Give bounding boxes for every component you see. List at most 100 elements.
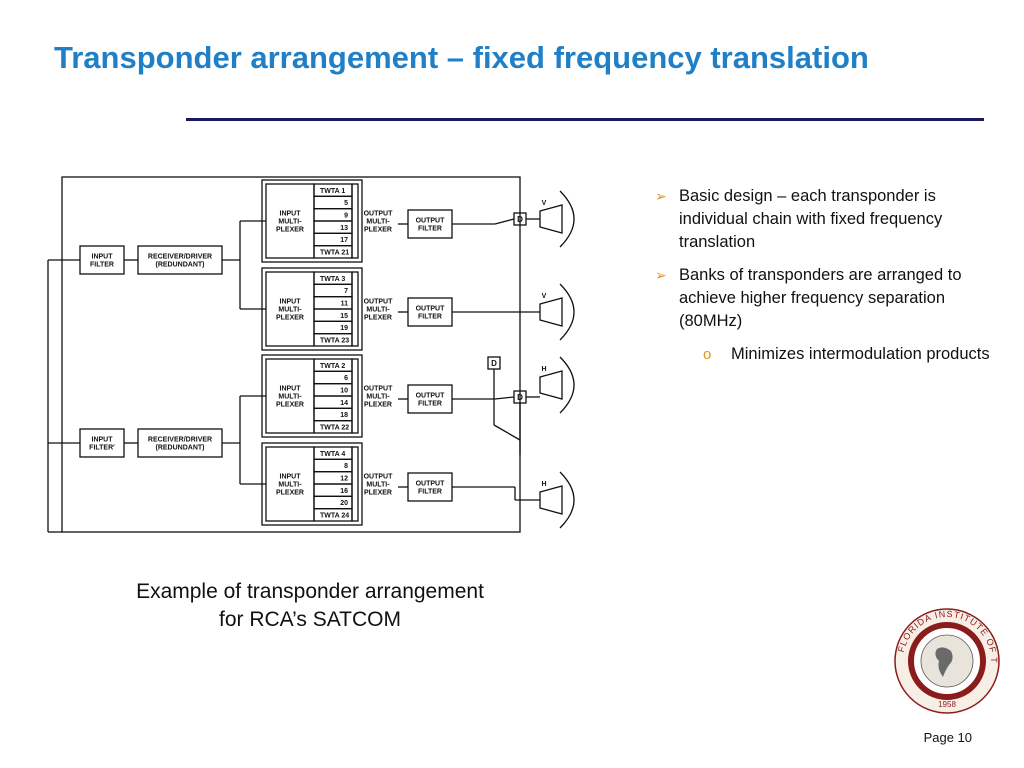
bullet-list: ➢ Basic design – each transponder is ind… <box>655 185 990 366</box>
twta-channel-label: TWTA 21 <box>320 250 349 257</box>
twta-channel-label: TWTA 4 <box>320 451 345 458</box>
output-multiplexer-label: PLEXER <box>364 489 392 496</box>
input-multiplexer-label: MULTI- <box>278 481 302 488</box>
twta-channel-label: 19 <box>340 325 348 332</box>
input-multiplexer-label: MULTI- <box>278 218 302 225</box>
bullet-item: ➢ Basic design – each transponder is ind… <box>655 185 990 254</box>
receiver-driver-label: (REDUNDANT) <box>156 261 205 268</box>
diplexer-label: D <box>517 215 523 224</box>
output-multiplexer-label: MULTI- <box>366 306 390 313</box>
university-seal-logo: FLORIDA INSTITUTE OF TECHNOLOGY1958 <box>893 607 1000 714</box>
input-multiplexer-label: PLEXER <box>276 489 304 496</box>
twta-channel-label: 14 <box>340 400 348 407</box>
polarization-label: V <box>542 200 547 207</box>
twta-channel-label: TWTA 22 <box>320 425 349 432</box>
twta-channel-label: TWTA 1 <box>320 188 345 195</box>
output-multiplexer-label: PLEXER <box>364 226 392 233</box>
twta-channel-label: 10 <box>340 388 348 395</box>
twta-channel-label: 17 <box>340 237 348 244</box>
antenna-h: H <box>539 471 575 529</box>
output-filter-label: FILTER <box>418 488 442 495</box>
dish-reflector <box>559 356 575 414</box>
twta-channel-label: 20 <box>340 500 348 507</box>
twta-channel-label: 6 <box>344 375 348 382</box>
output-multiplexer-label: PLEXER <box>364 314 392 321</box>
diplexer-label: D <box>491 359 497 368</box>
connection-line <box>494 396 515 400</box>
twta-channel-label: 13 <box>340 225 348 232</box>
polarization-label: V <box>542 293 547 300</box>
outer-frame <box>61 176 521 533</box>
connection-line <box>494 218 515 225</box>
connection-line <box>493 424 521 441</box>
output-filter-label: FILTER <box>418 225 442 232</box>
circle-bullet-icon: o <box>703 346 712 363</box>
output-multiplexer-edge <box>351 358 359 434</box>
output-multiplexer-label: MULTI- <box>366 481 390 488</box>
output-filter-label: OUTPUT <box>416 305 446 312</box>
output-filter-label: OUTPUT <box>416 217 446 224</box>
caption-line-1: Example of transponder arrangement <box>136 580 484 603</box>
input-multiplexer-label: PLEXER <box>276 314 304 321</box>
bullet-text: Banks of transponders are arranged to ac… <box>679 266 962 330</box>
twta-channel-label: 16 <box>340 488 348 495</box>
page-number: Page 10 <box>923 730 972 745</box>
diagram-caption: Example of transponder arrangement for R… <box>60 578 560 634</box>
input-multiplexer-label: PLEXER <box>276 401 304 408</box>
twta-channel-label: 8 <box>344 463 348 470</box>
antenna-h: H <box>539 356 575 414</box>
output-multiplexer-label: OUTPUT <box>364 298 394 305</box>
receiver-driver-label: RECEIVER/DRIVER <box>148 253 212 260</box>
title-underline <box>186 118 984 121</box>
dish-reflector <box>559 190 575 248</box>
output-multiplexer-label: OUTPUT <box>364 210 394 217</box>
bullet-text: Basic design – each transponder is indiv… <box>679 187 943 251</box>
sub-bullet-item: o Minimizes intermodulation products <box>703 343 990 366</box>
input-filter-label: FILTER <box>90 261 114 268</box>
antenna-v: V <box>539 190 575 248</box>
input-multiplexer-label: INPUT <box>280 210 302 217</box>
input-filter-label: INPUT <box>92 436 114 443</box>
polarization-label: H <box>541 366 546 373</box>
caption-line-2: for RCA’s SATCOM <box>218 608 402 631</box>
output-filter-label: OUTPUT <box>416 480 446 487</box>
diplexer-label: D <box>517 393 523 402</box>
twta-channel-label: TWTA 2 <box>320 363 345 370</box>
input-multiplexer-label: INPUT <box>280 385 302 392</box>
arrow-bullet-icon: ➢ <box>655 188 667 204</box>
continent-shape <box>935 647 953 677</box>
feed-horn <box>539 485 563 515</box>
output-multiplexer-label: MULTI- <box>366 393 390 400</box>
slide-title: Transponder arrangement – fixed frequenc… <box>54 40 869 75</box>
output-filter-label: FILTER <box>418 400 442 407</box>
bullet-item: ➢ Banks of transponders are arranged to … <box>655 264 990 333</box>
input-filter-label: INPUT <box>92 253 114 260</box>
twta-channel-label: 15 <box>340 313 348 320</box>
input-filter-label: FILTER' <box>89 444 115 451</box>
dish-reflector <box>559 283 575 341</box>
output-filter-label: OUTPUT <box>416 392 446 399</box>
output-multiplexer-edge <box>351 446 359 522</box>
feed-horn <box>539 204 563 234</box>
receiver-driver-label: RECEIVER/DRIVER <box>148 436 212 443</box>
input-multiplexer-label: MULTI- <box>278 306 302 313</box>
output-multiplexer-edge <box>351 183 359 259</box>
twta-channel-label: 7 <box>344 288 348 295</box>
output-multiplexer-label: MULTI- <box>366 218 390 225</box>
twta-channel-label: TWTA 24 <box>320 513 349 520</box>
output-multiplexer-label: OUTPUT <box>364 473 394 480</box>
arrow-bullet-icon: ➢ <box>655 267 667 283</box>
input-multiplexer-label: INPUT <box>280 473 302 480</box>
feed-horn <box>539 370 563 400</box>
output-multiplexer-edge <box>351 271 359 347</box>
output-multiplexer-label: PLEXER <box>364 401 392 408</box>
feed-horn <box>539 297 563 327</box>
seal-year: 1958 <box>938 700 956 709</box>
dish-reflector <box>559 471 575 529</box>
